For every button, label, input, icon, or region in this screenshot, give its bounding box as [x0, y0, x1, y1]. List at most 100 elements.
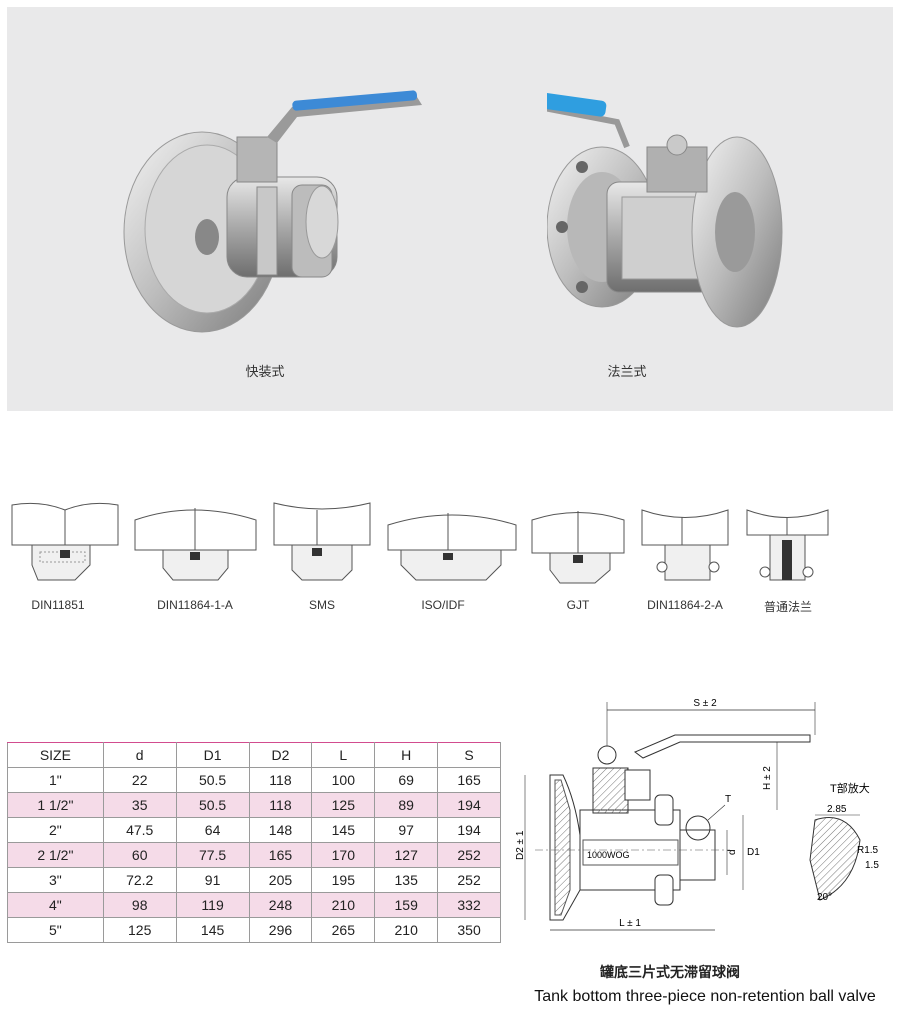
table-cell: 47.5 [102, 817, 177, 843]
table-cell: 100 [311, 767, 376, 793]
connection-din11851-drawing [11, 502, 119, 581]
table-cell: 332 [437, 892, 501, 918]
table-cell: 248 [248, 892, 313, 918]
body-mark-label: 1000WOG [587, 850, 630, 860]
detail-dim-285: 2.85 [827, 804, 847, 815]
photo-caption-clamp: 快装式 [245, 364, 285, 379]
table-cell: 77.5 [175, 842, 250, 868]
table-row: 2 1/2" 60 77.5 165 170 127 252 [7, 842, 501, 868]
connection-label-iso-idf: ISO/IDF [421, 598, 465, 612]
connection-label-plain-flange: 普通法兰 [763, 600, 812, 614]
detail-dim-15: 1.5 [865, 860, 879, 871]
table-cell: 118 [248, 767, 313, 793]
table-cell: 1 1/2" [7, 792, 104, 818]
table-row: 2" 47.5 64 148 145 97 194 [7, 817, 501, 843]
table-cell: 35 [102, 792, 177, 818]
detail-title: T部放大 [830, 781, 870, 795]
table-cell: 145 [175, 917, 250, 943]
table-cell: 145 [311, 817, 376, 843]
table-cell: 195 [311, 867, 376, 893]
dim-s-label: S ± 2 [693, 698, 717, 709]
dim-d-label: d [727, 849, 738, 855]
table-cell: 22 [102, 767, 177, 793]
clamp-valve-photo [123, 90, 422, 333]
table-cell: 118 [248, 792, 313, 818]
table-row: 1" 22 50.5 118 100 69 165 [7, 767, 501, 793]
dim-l-label: L ± 1 [619, 918, 641, 929]
valve-technical-drawing: S ± 2 H ± 2 D2 ± 1 1000WOG T d D1 L ± 1 … [515, 698, 879, 931]
col-header-l: L [311, 742, 376, 768]
connection-label-sms: SMS [308, 598, 335, 612]
connection-din11864-2-a-drawing [641, 509, 729, 581]
table-cell: 60 [102, 842, 177, 868]
col-header-d1: D1 [175, 742, 250, 768]
table-cell: 170 [311, 842, 376, 868]
table-row: 4" 98 119 248 210 159 332 [7, 892, 501, 918]
connection-label-din11864-2-a: DIN11864-2-A [647, 598, 723, 612]
flange-valve-photo [547, 87, 783, 328]
table-cell: 2" [7, 817, 104, 843]
table-cell: 148 [248, 817, 313, 843]
table-cell: 97 [374, 817, 439, 843]
table-cell: 4" [7, 892, 104, 918]
col-header-size: SIZE [7, 742, 104, 768]
table-cell: 194 [437, 792, 501, 818]
table-cell: 91 [175, 867, 250, 893]
product-title-cn: 罐底三片式无滞留球阀 [600, 964, 740, 980]
table-row: 1 1/2" 35 50.5 118 125 89 194 [7, 792, 501, 818]
table-cell: 3" [7, 867, 104, 893]
table-row: 3" 72.2 91 205 195 135 252 [7, 867, 501, 893]
connection-label-din11851: DIN11851 [31, 598, 85, 612]
table-cell: 69 [374, 767, 439, 793]
table-cell: 252 [437, 867, 501, 893]
col-header-d: d [102, 742, 177, 768]
connection-label-din11864-1-a: DIN11864-1-A [157, 598, 233, 612]
connection-gjt-drawing [531, 511, 625, 584]
photo-caption-flange: 法兰式 [607, 364, 647, 379]
table-cell: 119 [175, 892, 250, 918]
dim-d1-label: D1 [747, 847, 760, 858]
connection-iso-idf-drawing [387, 513, 517, 581]
table-cell: 194 [437, 817, 501, 843]
table-cell: 135 [374, 867, 439, 893]
spec-table: SIZE d D1 D2 L H S 1" 22 50.5 118 100 69… [7, 742, 501, 943]
table-cell: 2 1/2" [7, 842, 104, 868]
connection-plain-flange-drawing [746, 509, 829, 581]
table-cell: 50.5 [175, 767, 250, 793]
dim-h-label: H ± 2 [762, 766, 773, 790]
table-cell: 64 [175, 817, 250, 843]
connection-label-gjt: GJT [566, 598, 590, 612]
col-header-d2: D2 [248, 742, 313, 768]
table-cell: 98 [102, 892, 177, 918]
table-cell: 165 [248, 842, 313, 868]
table-cell: 159 [374, 892, 439, 918]
table-cell: 125 [102, 917, 177, 943]
table-cell: 5" [7, 917, 104, 943]
table-row: 5" 125 145 296 265 210 350 [7, 917, 501, 943]
table-cell: 50.5 [175, 792, 250, 818]
detail-dim-20deg: 20° [817, 892, 832, 903]
table-cell: 72.2 [102, 867, 177, 893]
col-header-h: H [374, 742, 439, 768]
dim-d2-label: D2 ± 1 [515, 830, 526, 860]
table-cell: 252 [437, 842, 501, 868]
table-cell: 265 [311, 917, 376, 943]
table-cell: 296 [248, 917, 313, 943]
product-photo-panel: 快装式 法兰式 [7, 7, 893, 411]
connection-din11864-1-a-drawing [134, 508, 257, 581]
table-cell: 210 [374, 917, 439, 943]
label-t: T [725, 794, 731, 805]
detail-dim-r15: R1.5 [857, 845, 879, 856]
spec-table-header-row: SIZE d D1 D2 L H S [7, 742, 501, 768]
table-cell: 210 [311, 892, 376, 918]
table-cell: 125 [311, 792, 376, 818]
table-cell: 205 [248, 867, 313, 893]
table-cell: 127 [374, 842, 439, 868]
connection-sms-drawing [273, 502, 371, 581]
table-cell: 350 [437, 917, 501, 943]
table-cell: 165 [437, 767, 501, 793]
table-cell: 1" [7, 767, 104, 793]
col-header-s: S [437, 742, 501, 768]
product-title-en: Tank bottom three-piece non-retention ba… [534, 988, 876, 1005]
table-cell: 89 [374, 792, 439, 818]
